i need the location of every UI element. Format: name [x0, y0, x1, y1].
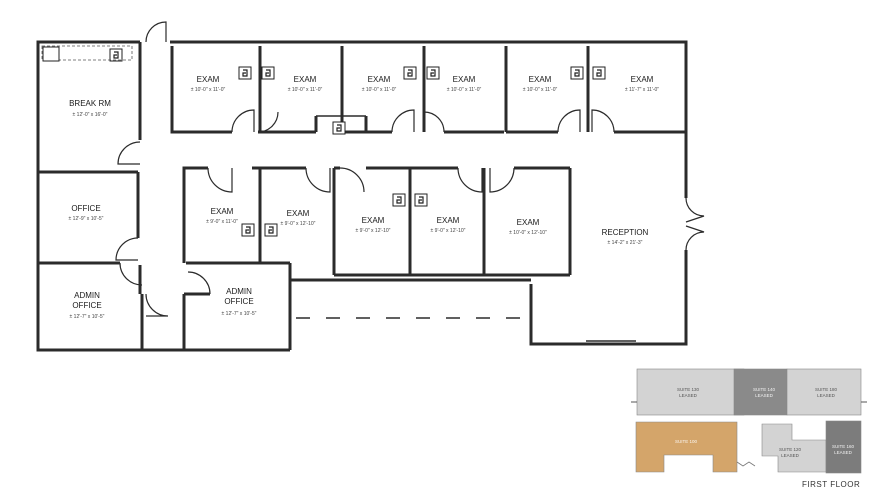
break-room-counter	[41, 45, 133, 61]
room-admin-office-right-name-2: OFFICE	[224, 297, 253, 306]
room-admin-office-left-dim: ± 12'-7" x 10'-5"	[70, 314, 105, 320]
sink-icon	[109, 48, 123, 62]
refrigerator-icon	[42, 46, 60, 62]
sinks	[41, 45, 606, 237]
sink-icon	[414, 193, 428, 207]
sink-icon	[238, 66, 252, 80]
room-exam-top-3-name: EXAM	[368, 75, 391, 84]
room-exam-top-3-dim: ± 10'-0" x 11'-0"	[362, 87, 397, 93]
key-suite-180-line2: LEASED	[817, 393, 836, 398]
key-plan: SUITE 130 LEASED SUITE 140 LEASED SUITE …	[631, 368, 867, 489]
room-exam-top-1-name: EXAM	[197, 75, 220, 84]
room-office-name: OFFICE	[71, 204, 100, 213]
room-office-dim: ± 12'-9" x 10'-5"	[69, 216, 104, 222]
room-exam-top-2-dim: ± 10'-0" x 11'-0"	[288, 87, 323, 93]
key-suite-140-line1: SUITE 140	[753, 387, 776, 392]
walls	[36, 40, 688, 352]
key-suite-180	[786, 368, 862, 416]
doors	[115, 21, 705, 317]
room-exam-top-4-name: EXAM	[453, 75, 476, 84]
key-suite-160	[825, 420, 862, 474]
room-exam-top-6-name: EXAM	[631, 75, 654, 84]
room-exam-mid-3-dim: ± 9'-0" x 12'-10"	[356, 228, 391, 234]
key-suite-100-line1: SUITE 100	[675, 439, 698, 444]
room-break-rm-dim: ± 12'-0" x 16'-0"	[73, 112, 108, 118]
room-exam-mid-3-name: EXAM	[362, 216, 385, 225]
key-suite-130-line2: LEASED	[679, 393, 698, 398]
key-suite-160-line2: LEASED	[834, 450, 853, 455]
floor-label: FIRST FLOOR	[802, 480, 860, 489]
key-suite-120-line2: LEASED	[781, 453, 800, 458]
key-suite-180-line1: SUITE 180	[815, 387, 838, 392]
room-exam-mid-1-dim: ± 9'-0" x 11'-0"	[206, 219, 238, 225]
sink-icon	[403, 66, 417, 80]
room-exam-top-1-dim: ± 10'-0" x 11'-0"	[191, 87, 226, 93]
room-admin-office-right-name-1: ADMIN	[226, 287, 252, 296]
room-exam-mid-2-dim: ± 9'-0" x 12'-10"	[281, 221, 316, 227]
key-suite-140-line2: LEASED	[755, 393, 774, 398]
key-suite-130-line1: SUITE 130	[677, 387, 700, 392]
key-suite-100	[635, 421, 738, 473]
room-admin-office-left-name-1: ADMIN	[74, 291, 100, 300]
room-exam-top-5-name: EXAM	[529, 75, 552, 84]
key-suite-140	[733, 368, 788, 416]
sink-icon	[592, 66, 606, 80]
sink-icon	[332, 121, 346, 135]
room-reception-name: RECEPTION	[602, 228, 649, 237]
sink-icon	[426, 66, 440, 80]
room-exam-mid-5-dim: ± 10'-0" x 12'-10"	[509, 230, 547, 236]
sink-icon	[261, 66, 275, 80]
key-suite-160-line1: SUITE 160	[832, 444, 855, 449]
sink-icon	[264, 223, 278, 237]
room-admin-office-right-dim: ± 12'-7" x 10'-5"	[222, 311, 257, 317]
room-exam-mid-2-name: EXAM	[287, 209, 310, 218]
room-exam-top-4-dim: ± 10'-0" x 11'-0"	[447, 87, 482, 93]
room-reception-dim: ± 14'-2" x 21'-3"	[608, 240, 643, 246]
room-exam-mid-4-name: EXAM	[437, 216, 460, 225]
room-admin-office-left-name-2: OFFICE	[72, 301, 101, 310]
key-suite-120-line1: SUITE 120	[779, 447, 802, 452]
room-exam-top-6-dim: ± 11'-7" x 11'-0"	[625, 87, 659, 93]
room-labels: BREAK RM ± 12'-0" x 16'-0" OFFICE ± 12'-…	[69, 75, 660, 320]
room-exam-mid-5-name: EXAM	[517, 218, 540, 227]
room-break-rm-name: BREAK RM	[69, 99, 111, 108]
sink-icon	[570, 66, 584, 80]
room-exam-top-5-dim: ± 10'-0" x 11'-0"	[523, 87, 558, 93]
sink-icon	[392, 193, 406, 207]
sink-icon	[241, 223, 255, 237]
room-exam-top-2-name: EXAM	[294, 75, 317, 84]
room-exam-mid-4-dim: ± 9'-0" x 12'-10"	[431, 228, 466, 234]
key-suite-130	[636, 368, 745, 416]
room-exam-mid-1-name: EXAM	[211, 207, 234, 216]
